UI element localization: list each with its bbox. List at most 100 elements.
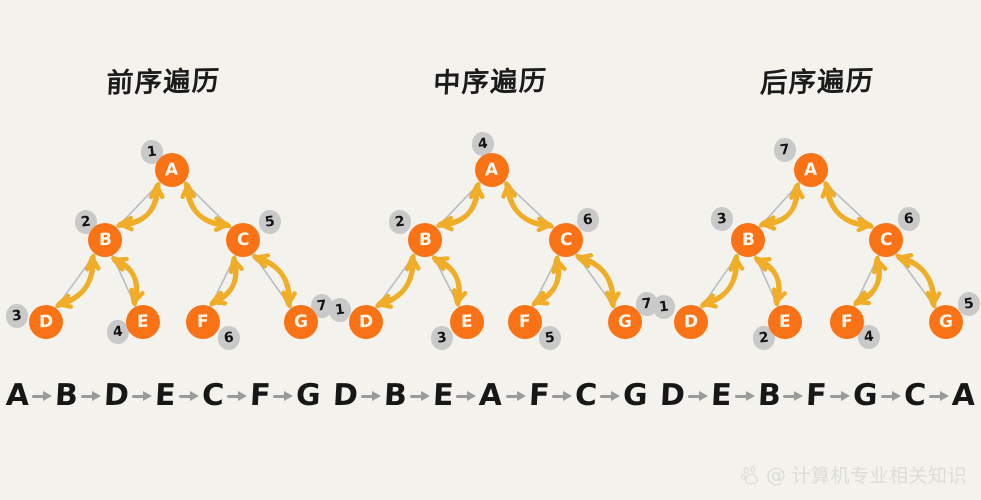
visit-order-number: 7 (779, 141, 791, 159)
sequence-letter: F (527, 378, 551, 413)
visit-order-badge: 2 (389, 210, 411, 234)
visit-order-badge: 7 (636, 292, 658, 316)
arrowhead-barb (180, 183, 190, 199)
visit-order-number: 2 (80, 213, 92, 231)
tree-node-label: B (741, 229, 755, 251)
sequence-arrow-icon (928, 389, 950, 403)
tree-node: D (674, 305, 708, 339)
watermark: @ 计算机专业相关知识 (740, 461, 967, 488)
arrowhead-barb (576, 255, 591, 269)
tree-node-label: F (519, 311, 531, 333)
tree-graphics (375, 180, 621, 310)
tree-node: B (408, 223, 442, 257)
sequence-arrow-icon (687, 389, 709, 403)
arrowhead-barb (253, 255, 267, 269)
visit-order-badge: 3 (6, 304, 28, 328)
sequence-arrow-icon (31, 389, 53, 403)
arrowhead-barb (789, 184, 799, 200)
traversal-arrow (55, 255, 95, 309)
traversal-arrow (824, 182, 874, 229)
visit-order-number: 3 (716, 210, 728, 228)
tree-node: E (768, 305, 802, 339)
tree-node: A (155, 153, 189, 187)
arrowhead-barb (896, 255, 911, 269)
sequence-arrow-icon (360, 389, 382, 403)
arrowhead-barb (432, 257, 446, 271)
arrowhead-barb (112, 257, 125, 272)
visit-order-badge: 4 (107, 320, 129, 344)
sequence-arrow-icon (131, 389, 153, 403)
tree-node: E (126, 305, 160, 339)
visit-order-number: 1 (146, 143, 158, 161)
tree-node-label: D (683, 311, 699, 333)
sequence-arrow-icon (880, 389, 902, 403)
sequence-letter: D (659, 378, 686, 413)
visit-order-number: 5 (264, 213, 276, 231)
visit-order-number: 2 (758, 329, 770, 347)
visit-order-badge: 6 (577, 208, 599, 232)
tree-node: A (475, 153, 509, 187)
panel-title-3: 后序遍历 (759, 65, 876, 100)
visit-order-badge: 3 (431, 326, 453, 350)
arrowhead-barb (85, 255, 95, 272)
arrowhead-barb (754, 257, 768, 272)
tree-node: F (830, 305, 864, 339)
visit-order-number: 5 (963, 295, 975, 313)
sequence-letter: D (332, 378, 359, 413)
visit-order-number: 7 (641, 295, 653, 313)
traversal-arrow (759, 184, 799, 228)
sequence-letter: E (432, 378, 455, 413)
visit-order-number: 3 (11, 307, 23, 325)
visit-order-number: 6 (903, 210, 915, 228)
tree-graphics (699, 180, 942, 310)
sequence-arrow-icon (829, 389, 851, 403)
visit-order-badge: 1 (141, 140, 163, 164)
visit-order-number: 4 (477, 135, 489, 153)
tree-node-label: A (485, 159, 499, 181)
sequence-arrow-icon (734, 389, 756, 403)
traversal-arrow (436, 183, 480, 228)
traversal-arrow (576, 255, 616, 309)
visit-order-number: 6 (582, 211, 594, 229)
arrowhead-barb (551, 257, 559, 274)
visit-order-badge: 4 (858, 325, 880, 349)
tree-node-label: E (779, 311, 791, 333)
traversal-arrow (700, 255, 738, 308)
visit-order-badge: 5 (539, 326, 561, 350)
sequence-letter: C (200, 378, 225, 413)
arrowhead-barb (501, 182, 511, 199)
sequence-letter: B (383, 378, 408, 413)
tree-node-label: E (137, 311, 149, 333)
tree-node: F (186, 305, 220, 339)
visit-order-badge: 6 (898, 207, 920, 231)
tree-node-label: E (461, 311, 473, 333)
tree-node-label: F (841, 311, 853, 333)
visit-order-number: 4 (112, 323, 124, 341)
tree-node-label: C (236, 229, 250, 251)
tree-graphics (55, 181, 297, 310)
sequence-arrow-icon (178, 389, 200, 403)
tree-node: C (226, 223, 260, 257)
tree-node: D (349, 305, 383, 339)
tree-node: G (929, 305, 963, 339)
visit-order-number: 1 (334, 301, 346, 319)
tree-node: F (508, 305, 542, 339)
visit-order-number: 5 (544, 329, 556, 347)
tree-node: D (29, 305, 63, 339)
sequence-letter: A (950, 378, 976, 413)
panel-title-2: 中序遍历 (432, 65, 549, 100)
arrowhead-barb (148, 183, 159, 200)
arrowhead-barb (228, 257, 236, 275)
sequence-arrow-icon (226, 389, 248, 403)
tree-node: A (794, 153, 828, 187)
sequence-letter: G (622, 378, 649, 413)
tree-node: E (450, 305, 484, 339)
sequence-letter: E (710, 378, 733, 413)
traversal-arrow (253, 255, 292, 308)
traversal-arrow (505, 182, 554, 229)
tree-node-label: F (197, 311, 209, 333)
